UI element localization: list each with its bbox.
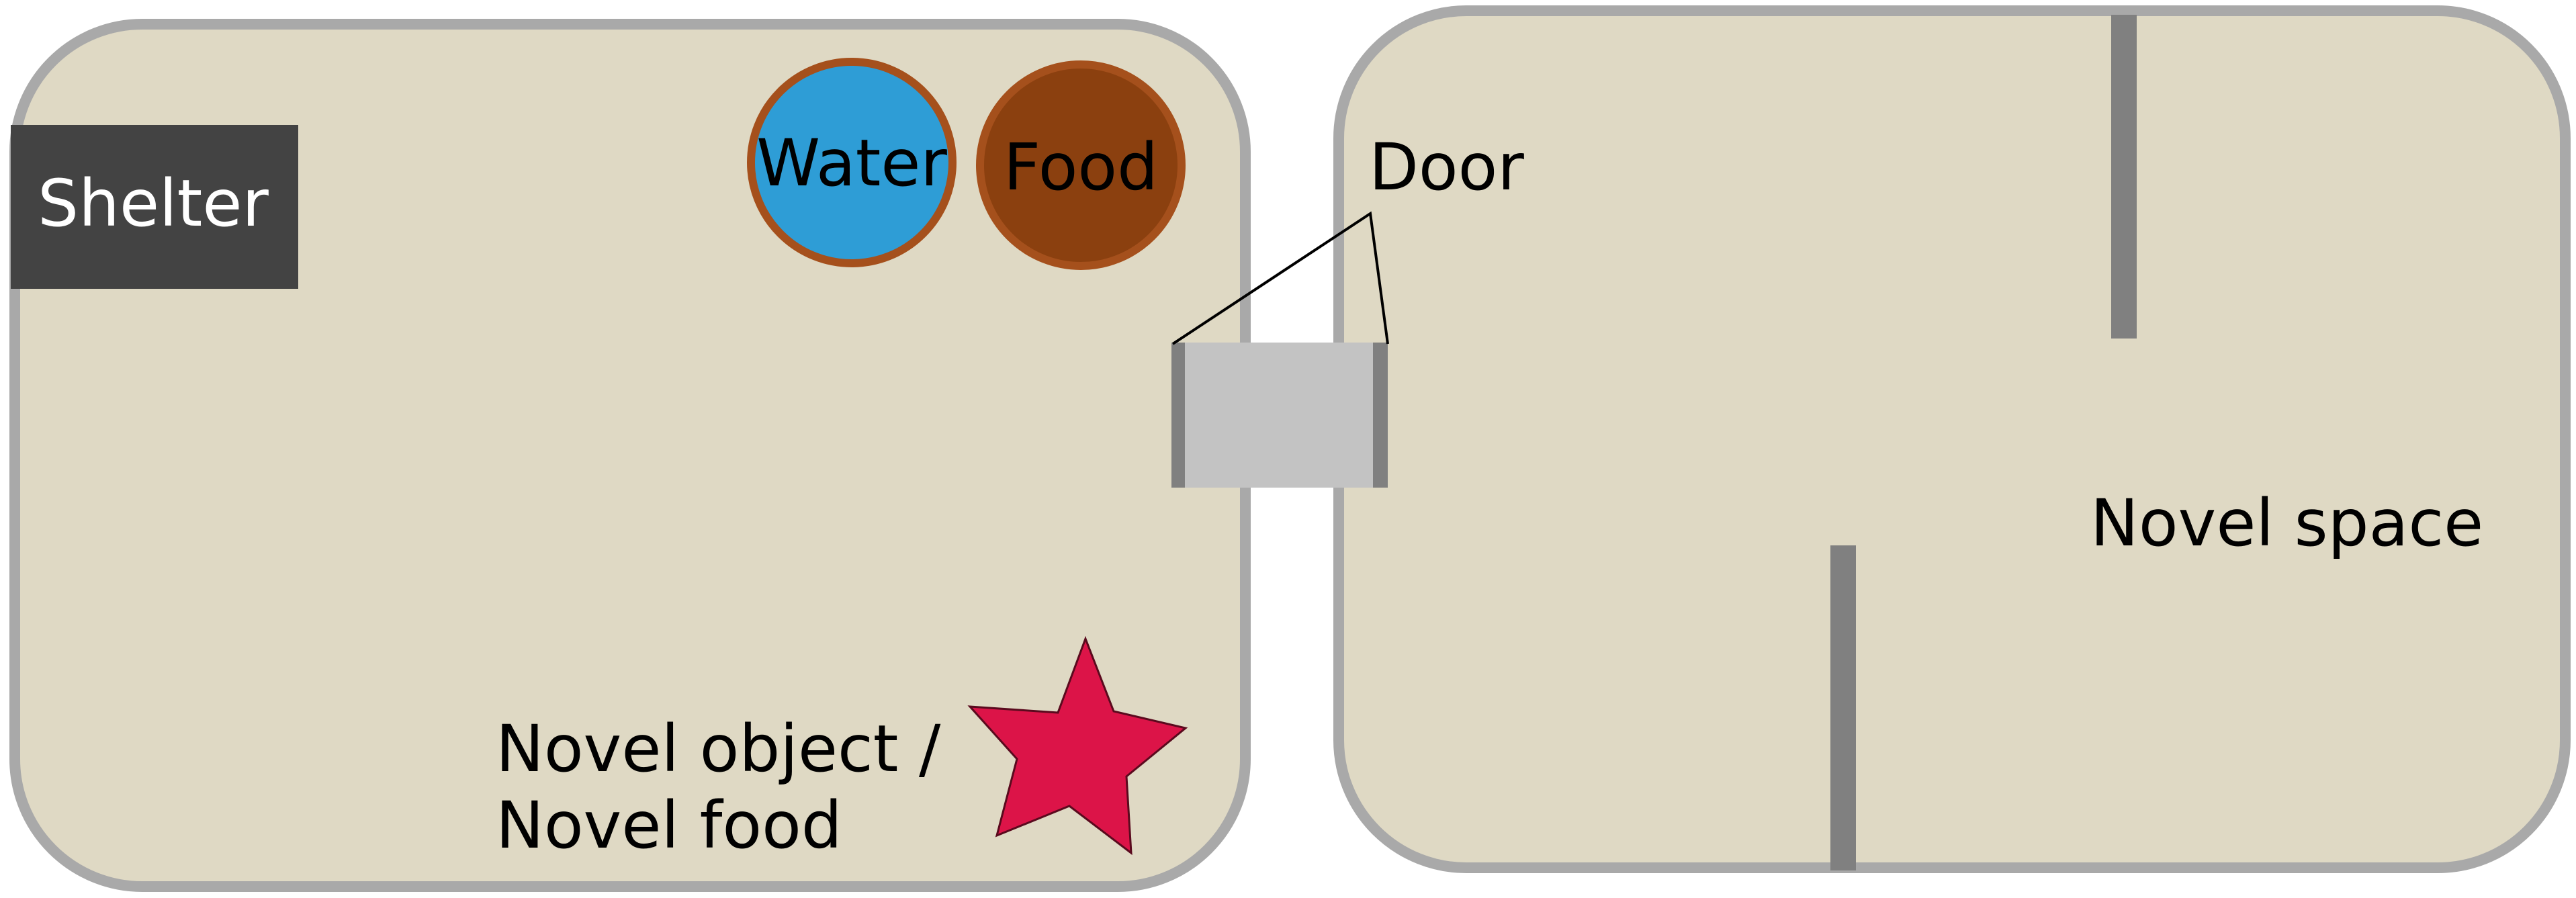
star-icon — [967, 635, 1188, 856]
water-circle — [747, 58, 957, 267]
novel-object: Novel object / Novel food — [496, 635, 1188, 863]
food-circle — [976, 60, 1186, 270]
novel-object-label-line2: Novel food — [496, 788, 842, 863]
novel-space-label: Novel space — [2090, 486, 2483, 561]
door-passage — [1171, 343, 1388, 488]
shelter-label: Shelter — [38, 166, 269, 241]
shelter-box — [11, 125, 298, 289]
food-bowl: Food — [976, 60, 1186, 270]
door-label: Door — [1369, 130, 1524, 205]
novel-space-wall-bottom — [1830, 545, 1856, 870]
water-bowl: Water — [747, 58, 957, 267]
door-callout-line — [1171, 211, 1389, 345]
shelter: Shelter — [11, 125, 298, 289]
water-label: Water — [756, 126, 947, 201]
door: Door — [1171, 130, 1524, 488]
food-label: Food — [1004, 130, 1158, 205]
door-frame-left — [1171, 343, 1185, 488]
novel-object-label-line1: Novel object / — [496, 711, 941, 787]
door-frame-right — [1373, 343, 1388, 488]
novel-space-wall-top — [2111, 15, 2137, 339]
